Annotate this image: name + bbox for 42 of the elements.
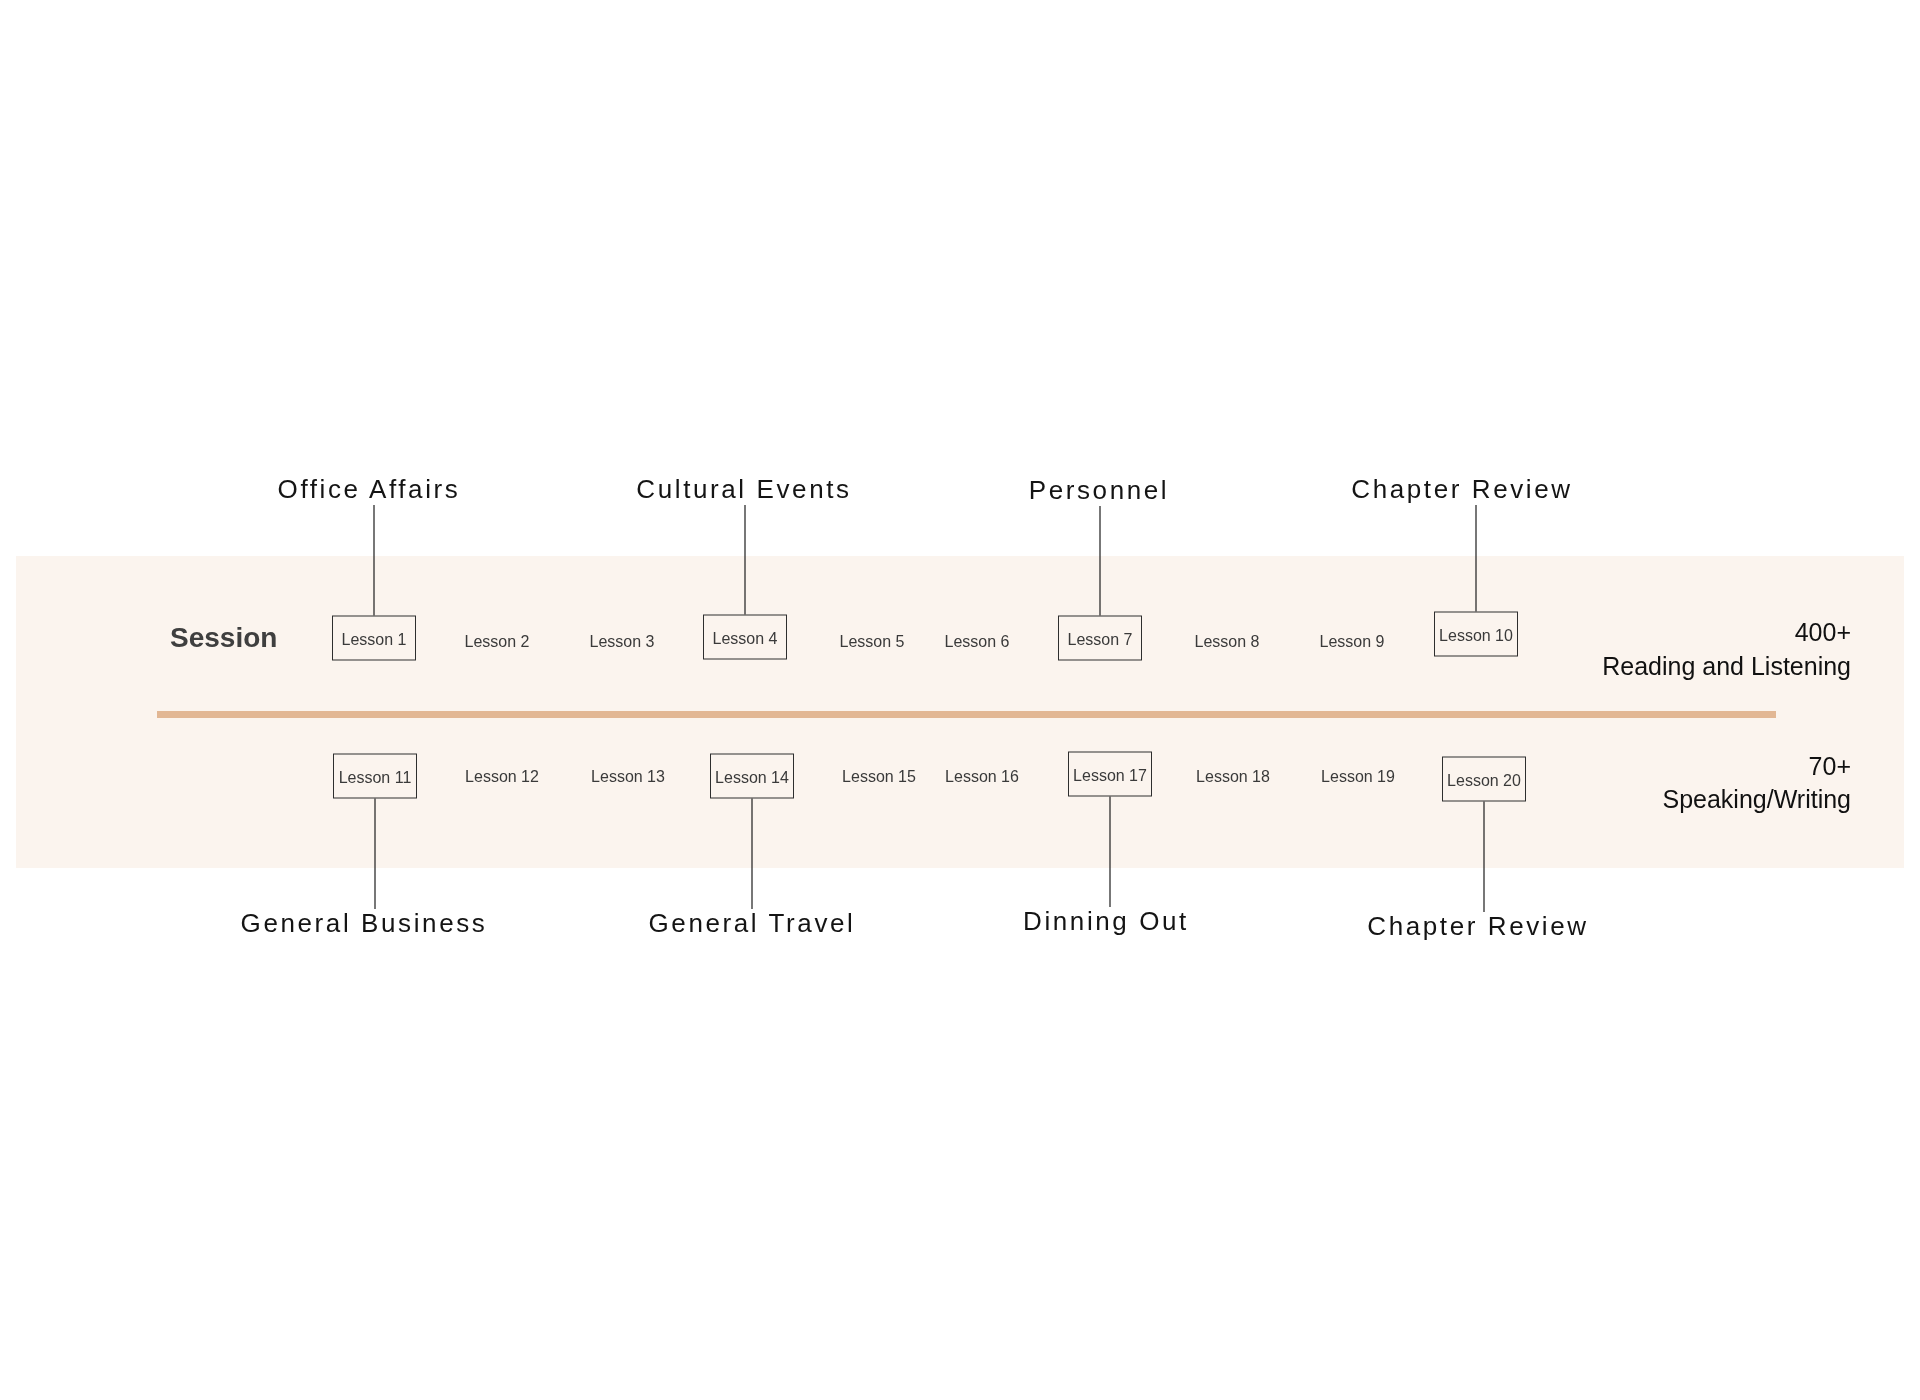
- lesson-box: Lesson 4: [703, 614, 787, 660]
- lesson-label: Lesson 9: [1319, 632, 1385, 652]
- lesson-label: Lesson 18: [1196, 767, 1270, 787]
- lesson-box: Lesson 20: [1442, 756, 1526, 802]
- lesson-label: Lesson 13: [591, 767, 665, 787]
- lesson-box: Lesson 14: [710, 753, 794, 799]
- topic-label: Personnel: [1028, 476, 1170, 506]
- lesson-label: Lesson 16: [945, 767, 1019, 787]
- topic-label: General Business: [240, 909, 488, 939]
- skill-label: Speaking/Writing: [1662, 784, 1851, 814]
- leader-line: [373, 504, 375, 617]
- topic-label: Office Affairs: [277, 475, 461, 505]
- session-band: [16, 556, 1904, 868]
- topic-label: Dinning Out: [1023, 907, 1189, 937]
- leader-line: [1475, 504, 1477, 613]
- leader-line: [1109, 795, 1111, 908]
- lesson-box: Lesson 7: [1058, 615, 1142, 661]
- leader-line: [374, 797, 376, 910]
- score-label: 70+: [1808, 751, 1851, 781]
- lesson-label: Lesson 8: [1194, 632, 1260, 652]
- lesson-label: Lesson 2: [464, 632, 530, 652]
- topic-label: Chapter Review: [1351, 475, 1573, 505]
- lesson-label: Lesson 12: [465, 767, 539, 787]
- score-label: 400+: [1794, 617, 1851, 647]
- lesson-label: Lesson 15: [842, 767, 916, 787]
- topic-label: Cultural Events: [636, 475, 852, 505]
- lesson-box: Lesson 10: [1434, 611, 1518, 657]
- lesson-label: Lesson 3: [589, 632, 655, 652]
- lesson-box: Lesson 17: [1068, 751, 1152, 797]
- leader-line: [1483, 800, 1485, 913]
- lesson-label: Lesson 19: [1321, 767, 1395, 787]
- lesson-label: Lesson 6: [944, 632, 1010, 652]
- topic-label: Chapter Review: [1367, 912, 1589, 942]
- leader-line: [751, 797, 753, 910]
- lesson-box: Lesson 11: [333, 753, 417, 799]
- session-heading: Session: [170, 621, 278, 655]
- skill-label: Reading and Listening: [1602, 651, 1851, 681]
- leader-line: [1099, 505, 1101, 617]
- leader-line: [744, 504, 746, 616]
- topic-label: General Travel: [648, 909, 856, 939]
- lesson-label: Lesson 5: [839, 632, 905, 652]
- lesson-box: Lesson 1: [332, 615, 416, 661]
